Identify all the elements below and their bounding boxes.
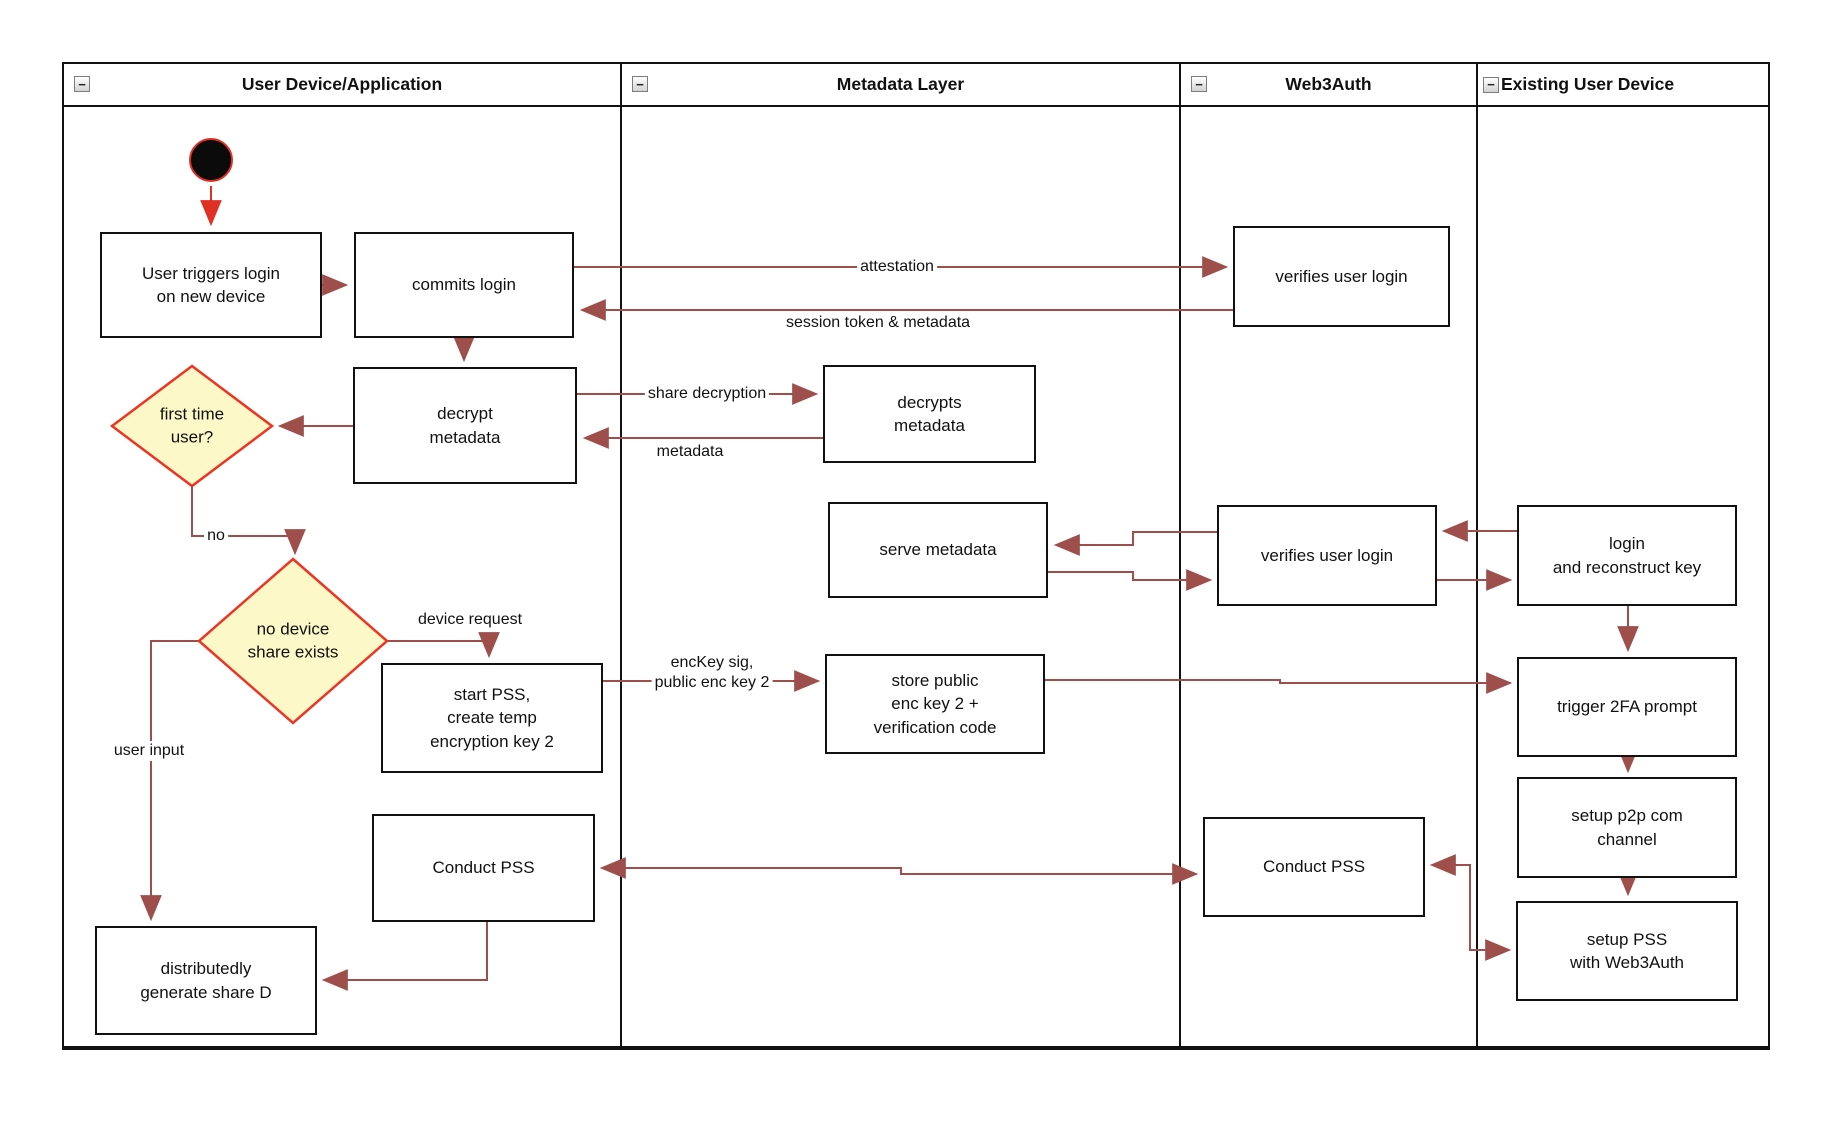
decision-label-no-device-share: no device share exists [247,619,339,662]
node-verifies-user-login-top: verifies user login [1233,226,1450,327]
minimize-icon[interactable]: − [74,76,90,92]
node-conduct-pss-user-device: Conduct PSS [372,814,595,922]
edge-label-user-input: user input [110,741,188,761]
lane-header-user-device: − User Device/Application [64,64,620,105]
lane-title: User Device/Application [241,74,443,94]
initial-node [189,138,233,182]
header-separator [62,105,1770,107]
lane-divider-3 [1476,62,1478,1048]
node-serve-metadata: serve metadata [828,502,1048,598]
lane-header-existing-user-device: − Existing User Device [1478,64,1773,105]
lane-header-web3auth: − Web3Auth [1181,64,1476,105]
node-verifies-user-login-mid: verifies user login [1217,505,1437,606]
node-trigger-2fa-prompt: trigger 2FA prompt [1517,657,1737,757]
minimize-icon[interactable]: − [632,76,648,92]
node-decrypt-metadata: decrypt metadata [353,367,577,484]
node-decrypts-metadata: decrypts metadata [823,365,1036,463]
node-login-reconstruct-key: login and reconstruct key [1517,505,1737,606]
node-conduct-pss-web3auth: Conduct PSS [1203,817,1425,917]
edge-label-session-token: session token & metadata [782,313,974,333]
decision-no-device-share [197,557,389,725]
lane-header-metadata-layer: − Metadata Layer [622,64,1179,105]
diagram-frame [62,62,1770,1050]
minimize-icon[interactable]: − [1483,76,1499,93]
lane-divider-2 [1179,62,1181,1048]
edge-label-metadata: metadata [653,442,727,462]
edge-setup-pss-conduct-pss [1429,854,1512,961]
edge-user-input [140,640,199,922]
minimize-glyph: − [636,76,644,92]
node-start-pss: start PSS, create temp encryption key 2 [381,663,603,773]
node-setup-p2p-channel: setup p2p com channel [1517,777,1737,878]
edge-no [191,486,306,556]
node-user-triggers-login: User triggers login on new device [100,232,322,338]
node-distributedly-generate-share: distributedly generate share D [95,926,317,1035]
lane-title: Metadata Layer [836,74,965,94]
edge-conduct-pss-link [599,857,1199,885]
edge-label-enckey: encKey sig, public enc key 2 [651,653,773,693]
decision-label-first-time: first time user? [159,404,225,447]
edge-label-attestation: attestation [857,257,937,277]
edge-label-device-request: device request [414,610,526,630]
edge-conduct-to-distributedly [321,922,488,991]
lane-divider-1 [620,62,622,1048]
edge-serve-to-verifies [1048,569,1213,591]
lane-title: Web3Auth [1285,74,1372,94]
node-store-public-enc-key: store public enc key 2 + verification co… [825,654,1045,754]
minimize-icon[interactable]: − [1191,76,1207,92]
node-setup-pss-web3auth: setup PSS with Web3Auth [1516,901,1738,1001]
node-commits-login: commits login [354,232,574,338]
edge-device-request [387,632,500,659]
minimize-glyph: − [78,76,86,92]
minimize-glyph: − [1195,76,1203,92]
edge-store-to-trigger-2fa [1045,672,1513,694]
edge-verifies-to-serve [1053,531,1217,556]
minimize-glyph: − [1487,77,1495,92]
decision-first-time-user [109,364,275,488]
edge-label-share-decryption: share decryption [644,384,770,404]
lane-title: Existing User Device [1501,74,1675,94]
edge-label-no: no [204,526,228,546]
